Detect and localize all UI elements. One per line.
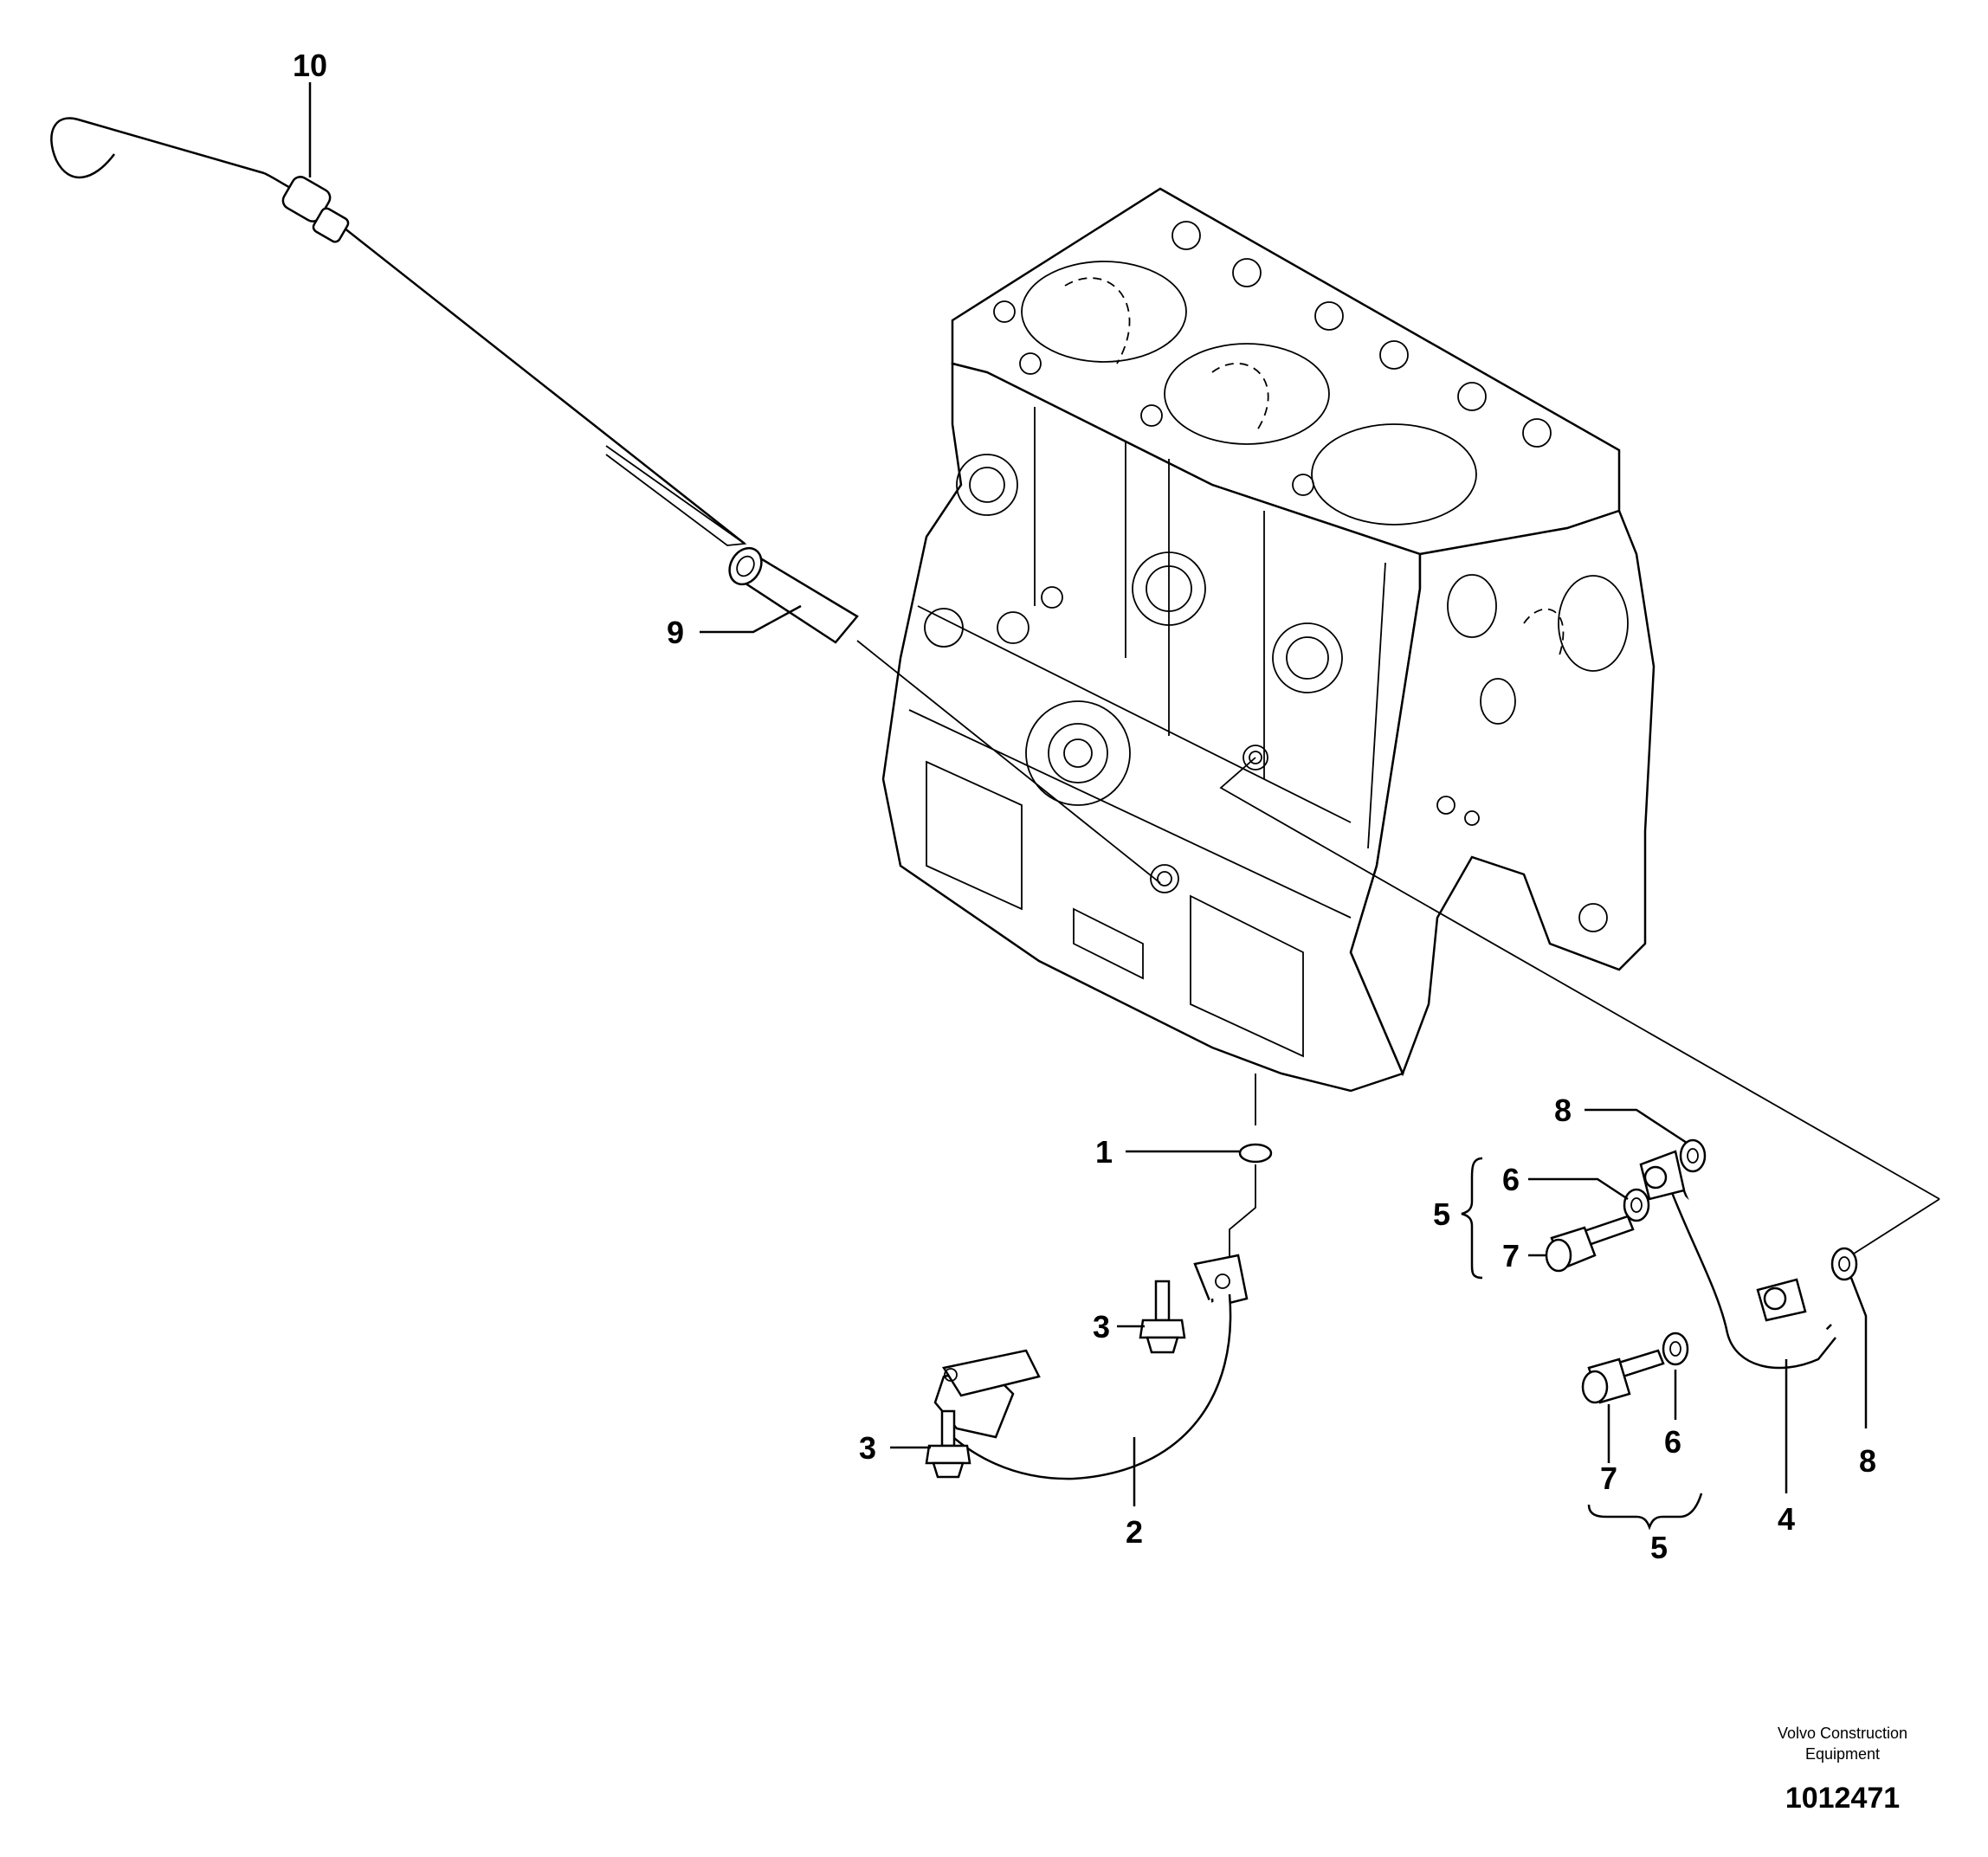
- callout-4: 4: [1778, 1501, 1795, 1537]
- callout-leaders: [308, 82, 1868, 1531]
- callout-7-lower: 7: [1600, 1460, 1617, 1496]
- callout-6-upper: 6: [1502, 1162, 1520, 1197]
- callout-7-upper: 7: [1502, 1238, 1520, 1273]
- callout-3-lower: 3: [859, 1430, 876, 1466]
- callout-9: 9: [667, 615, 684, 650]
- callout-5-bottom: 5: [1650, 1530, 1668, 1565]
- footer: Volvo Construction Equipment 1012471: [1778, 1725, 1907, 1815]
- callout-6-lower: 6: [1664, 1424, 1681, 1460]
- callout-3-upper: 3: [1093, 1309, 1110, 1344]
- document-number: 1012471: [1785, 1782, 1900, 1815]
- banjo-bolt-part-7-lower: [1581, 1349, 1665, 1404]
- oil-pipe-part-4: [1639, 1150, 1836, 1370]
- washer-part-8-lower: [1830, 1247, 1858, 1281]
- callout-5-left: 5: [1433, 1196, 1450, 1232]
- washer-part-6-upper: [1623, 1188, 1650, 1222]
- callout-labels: 10 9 1 2 3 3 8 6 5 7 6 7 5 4 8: [293, 48, 1876, 1565]
- washer-part-8-upper: [1679, 1138, 1707, 1173]
- leader-lines: [856, 640, 1940, 1261]
- callout-2: 2: [1126, 1514, 1143, 1550]
- dipstick-part-10: [50, 117, 747, 546]
- guide-tube-part-9: [728, 546, 859, 644]
- o-ring-part-1: [1238, 1143, 1273, 1164]
- callout-8-upper: 8: [1554, 1093, 1572, 1128]
- brand-line-2: Equipment: [1805, 1745, 1880, 1763]
- callout-1: 1: [1095, 1134, 1113, 1170]
- callout-10: 10: [293, 48, 327, 83]
- bolt-part-3-upper: [1139, 1280, 1186, 1354]
- banjo-bolt-part-7-upper: [1545, 1215, 1635, 1273]
- bolt-part-3-lower: [925, 1409, 971, 1479]
- washer-part-6-lower: [1662, 1331, 1689, 1366]
- callout-8-lower: 8: [1859, 1443, 1876, 1479]
- engine-block: [881, 187, 1656, 1093]
- brand-line-1: Volvo Construction: [1778, 1725, 1907, 1742]
